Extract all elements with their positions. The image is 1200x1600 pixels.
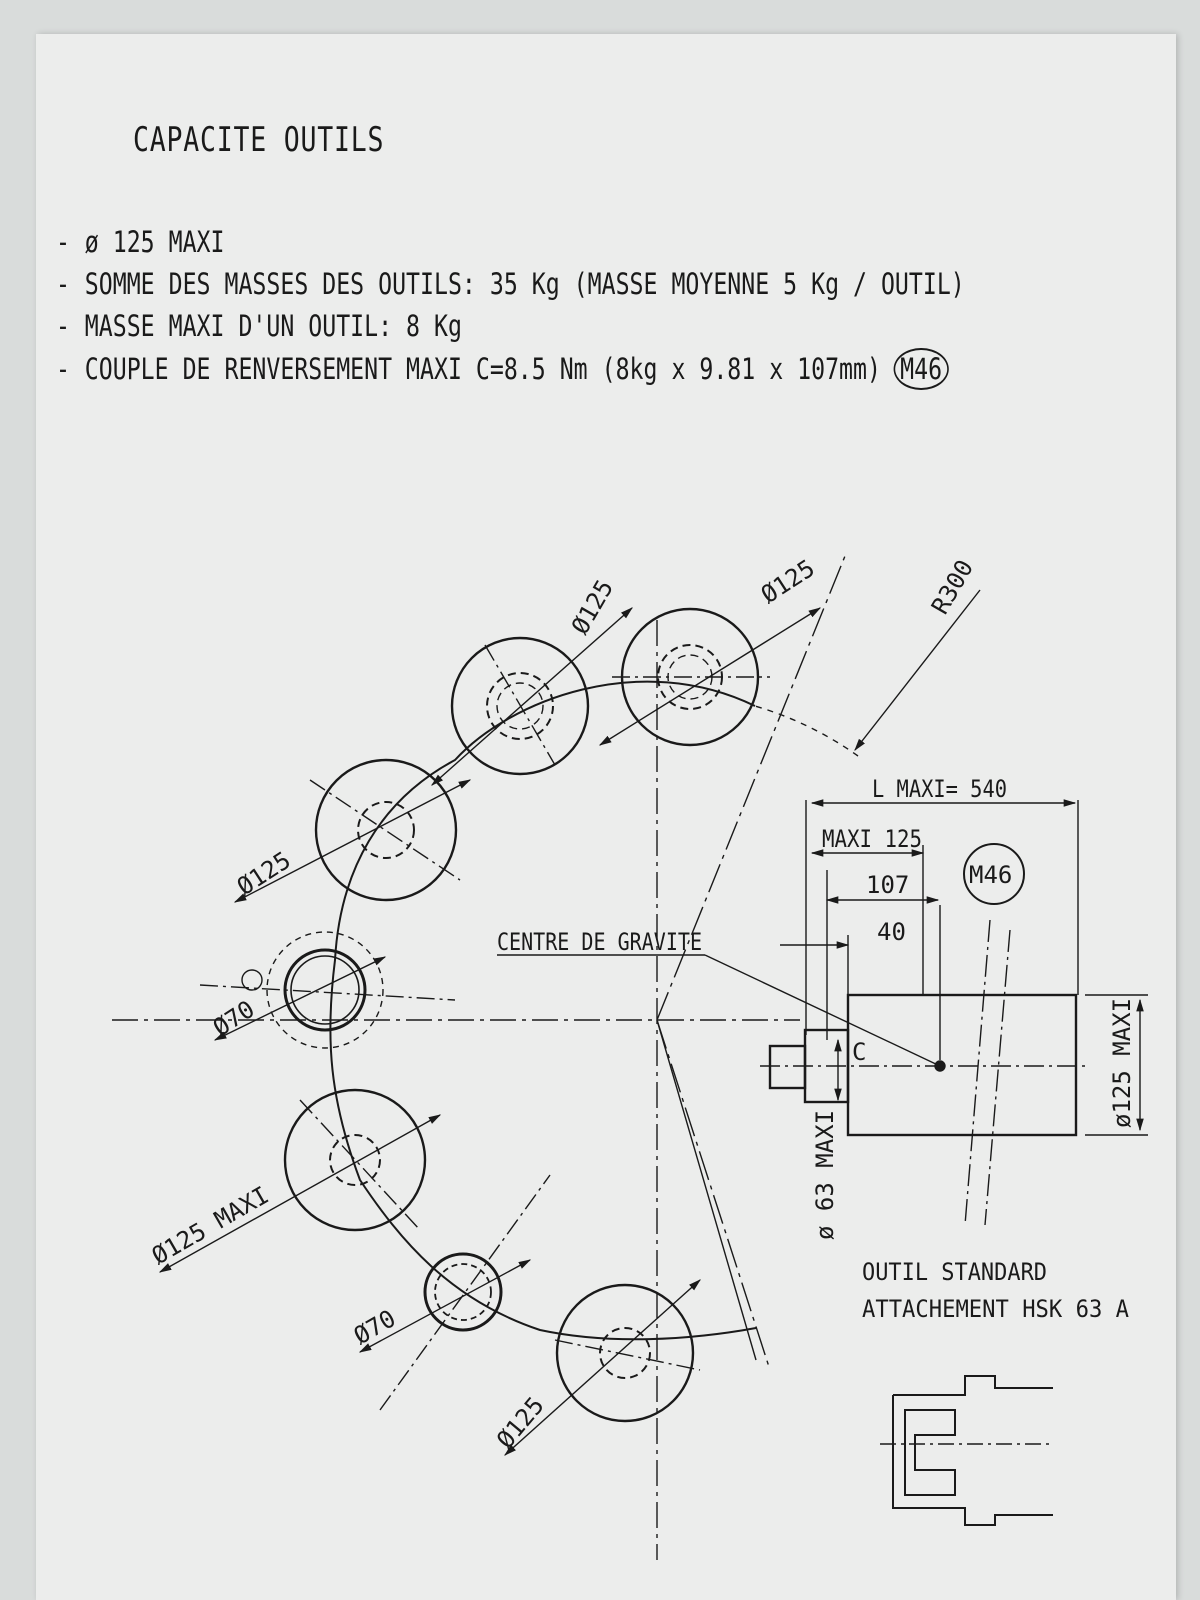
page-title: CAPACITE OUTILS	[133, 120, 385, 160]
dim-label: Ø125	[566, 575, 619, 639]
break-line	[984, 929, 1011, 1226]
tool-pocket-inner	[329, 1134, 381, 1186]
m46-circle	[963, 843, 1025, 905]
dim-label: Ø125	[756, 554, 820, 609]
spec-item: -ø 125 MAXI	[56, 225, 225, 259]
dim-line	[431, 607, 633, 786]
dim-107-label: 107	[866, 871, 909, 899]
d63-label: ø 63 MAXI	[811, 1110, 839, 1240]
dim-line	[213, 956, 387, 1041]
tool-pocket-inner	[599, 1327, 651, 1379]
tool-body	[846, 993, 1078, 1137]
hsk-profile-top	[893, 1375, 1053, 1396]
spec-item: -SOMME DES MASSES DES OUTILS: 35 Kg (MAS…	[56, 267, 965, 301]
radial-line	[656, 1019, 757, 1361]
tool-pocket-small	[283, 948, 367, 1032]
maxi-125-label: MAXI 125	[822, 825, 922, 853]
center-line	[299, 1099, 421, 1231]
radial-line	[656, 1019, 771, 1371]
spec-list: -ø 125 MAXI -SOMME DES MASSES DES OUTILS…	[56, 222, 1192, 390]
r300-leader	[854, 589, 981, 751]
break-line	[964, 919, 991, 1226]
l-maxi-label: L MAXI= 540	[872, 775, 1007, 803]
cg-leader	[704, 954, 941, 1067]
tool-pocket	[314, 758, 458, 902]
tool-caption: OUTIL STANDARD	[862, 1258, 1047, 1286]
center-line	[309, 779, 461, 881]
tool-pocket	[283, 1088, 427, 1232]
hsk-profile-bottom	[892, 1395, 1053, 1526]
m46-badge: M46	[893, 348, 949, 390]
spec-item: -COUPLE DE RENVERSEMENT MAXI C=8.5 Nm (8…	[56, 348, 965, 390]
dim-line	[233, 779, 472, 903]
c-label: C	[852, 1038, 866, 1066]
gravity-center-dot	[934, 1060, 946, 1072]
tool-pocket-small-inner	[290, 955, 360, 1025]
hsk-profile-bore	[904, 1409, 956, 1496]
center-line	[554, 1339, 701, 1371]
dim-line	[358, 1259, 532, 1353]
tool-caption: ATTACHEMENT HSK 63 A	[862, 1295, 1130, 1323]
spec-text: COUPLE DE RENVERSEMENT MAXI C=8.5 Nm (8k…	[84, 352, 881, 386]
tool-pocket-inner	[357, 801, 415, 859]
tool-taper	[768, 1044, 807, 1090]
d125-label: ø125 MAXI	[1108, 998, 1136, 1128]
dim-line	[158, 1114, 442, 1273]
center-line	[379, 1174, 551, 1411]
dim-label: Ø70	[349, 1304, 401, 1350]
pitch-circle-arc	[754, 705, 859, 757]
spec-text: ø 125 MAXI	[84, 225, 225, 259]
spec-text: SOMME DES MASSES DES OUTILS: 35 Kg (MASS…	[84, 267, 965, 301]
spec-item: -MASSE MAXI D'UN OUTIL: 8 Kg	[56, 309, 462, 343]
magazine-chain	[329, 680, 757, 1341]
cg-label: CENTRE DE GRAVITE	[497, 928, 702, 956]
dim-label: Ø125 MAXI	[147, 1181, 274, 1270]
center-line	[484, 644, 556, 766]
dim-line	[504, 1279, 701, 1456]
dim-label: Ø125	[232, 846, 296, 901]
spec-text: MASSE MAXI D'UN OUTIL: 8 Kg	[84, 309, 462, 343]
radius-label: R300	[926, 555, 979, 619]
dim-label: Ø70	[208, 995, 260, 1042]
m46-badge-label: M46	[969, 861, 1012, 889]
dim-40-label: 40	[877, 918, 906, 946]
